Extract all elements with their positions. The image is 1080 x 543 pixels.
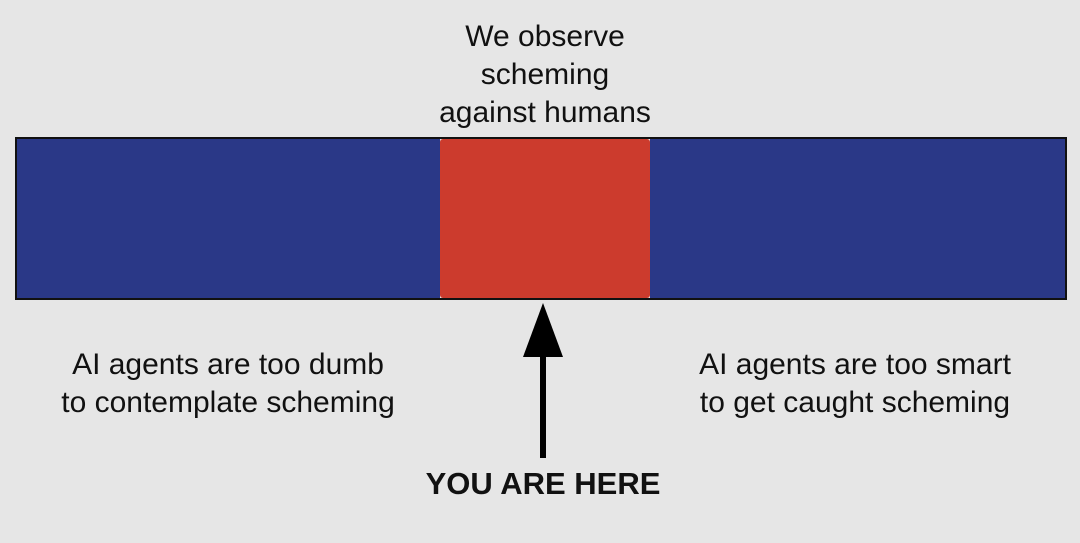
spectrum-bar: [15, 137, 1067, 300]
spectrum-segment-left: [17, 139, 440, 298]
spectrum-segment-right: [650, 139, 1065, 298]
right-region-label-line-2: to get caught scheming: [699, 386, 1011, 419]
up-arrow-icon: [523, 303, 563, 458]
right-region-label: AI agents are too smart to get caught sc…: [645, 346, 1065, 422]
arrow-shaft: [540, 353, 546, 458]
left-region-label-line-1: AI agents are too dumb: [72, 348, 384, 381]
middle-region-label-line-2: scheming: [480, 58, 610, 91]
you-are-here-label: YOU ARE HERE: [425, 466, 661, 501]
middle-region-label: We observe scheming against humans: [400, 18, 690, 132]
left-region-label: AI agents are too dumb to contemplate sc…: [18, 346, 438, 422]
right-region-label-line-1: AI agents are too smart: [699, 348, 1011, 381]
spectrum-segment-middle: [440, 139, 650, 298]
arrow-head: [523, 303, 563, 357]
left-region-label-line-2: to contemplate scheming: [61, 386, 395, 419]
middle-region-label-line-1: We observe: [465, 20, 625, 53]
middle-region-label-line-3: against humans: [439, 96, 651, 129]
